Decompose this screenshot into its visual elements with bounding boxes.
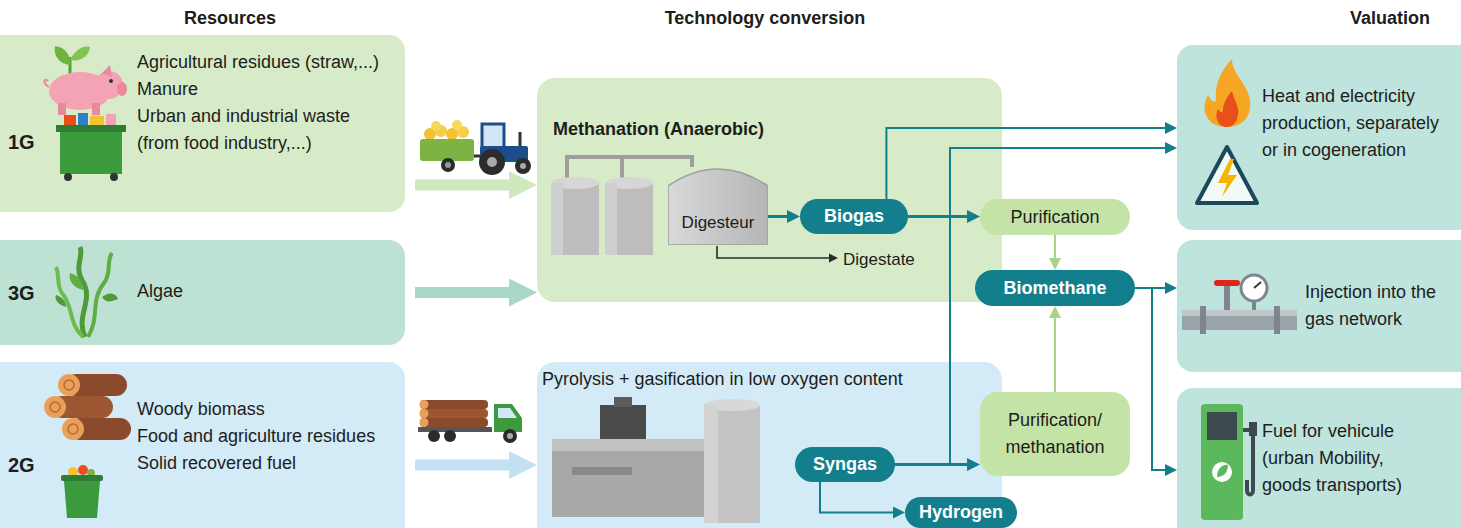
node-text: Biogas [824,203,884,230]
process-box: Purification [980,199,1130,235]
node-text: 1G [8,127,48,157]
tractor-icon [420,120,531,175]
node-text: Syngas [813,451,877,478]
food-bin-icon [61,465,103,518]
product-pill: Hydrogen [905,497,1017,528]
resource-box: 2G Woody biomassFood and agriculture resi… [0,362,405,528]
node-text: 3G [8,278,48,308]
digester-tank: Digesteur [668,160,768,245]
tank-outline [668,160,768,245]
waste-bin-icon [56,113,126,181]
resource-icons [40,35,135,212]
resource-box: 1G Agricultural residues (straw,...)Manur… [0,35,405,212]
electricity-icon [1197,147,1257,203]
use-box: Fuel for vehicule (urban Mobility, goods… [1177,388,1461,528]
logs-icon [44,374,131,440]
node-text: Methanation (Anaerobic) [553,116,873,143]
connector [415,180,520,191]
node-text: Pyrolysis + gasification in low oxygen c… [542,366,997,393]
connector [1054,313,1056,392]
node-text: Solid recovered fuel [137,450,399,477]
node-text: Injection into the gas network [1305,279,1455,333]
pig-icon [44,65,127,115]
flame-icon [1205,59,1251,127]
product-pill: Biomethane [975,270,1135,306]
node-text: Manure [137,76,399,103]
node-text: Purification/ methanation [990,407,1120,461]
column-heading: Technology conversion [615,5,915,32]
connector [1054,235,1056,263]
gasifier-icon [552,397,767,528]
resource-box: 3G Algae [0,240,405,345]
column-heading: Valuation [1290,5,1461,32]
algae-icon [50,245,125,340]
node-text: 2G [8,450,48,480]
column-heading: Resources [80,5,380,32]
node-text: Hydrogen [919,499,1003,526]
resource-icons [45,372,135,522]
use-box: Injection into the gas network [1177,240,1461,372]
heat-electricity-icons [1192,55,1262,220]
process-panel: Digesteur Biogas Methanation (Anaerobic) [537,78,1002,302]
process-box: Purification/ methanation [980,392,1130,476]
node-text: Purification [1010,204,1099,231]
connector [1135,288,1170,470]
connector [415,460,520,471]
node-text: Woody biomass [137,396,399,423]
node-text: Digesteur [668,210,768,236]
node-text: Fuel for vehicule (urban Mobility, goods… [1262,418,1422,499]
fuel-pump-icon [1197,400,1262,525]
truck-icon [418,400,522,443]
node-text: Heat and electricity production, separat… [1262,83,1440,164]
product-pill: Biogas [800,199,908,234]
use-box: Heat and electricity production, separat… [1177,45,1461,230]
node-text: Food and agriculture residues [137,423,399,450]
node-text: Algae [137,278,387,305]
gas-pipe-icon [1182,272,1302,342]
output-label: Digestate [843,247,943,273]
connector [1135,287,1170,289]
connector [415,287,520,298]
node-text: Urban and industrial waste (from food in… [137,103,387,157]
node-text: Agricultural residues (straw,...) [137,49,399,76]
node-text: Biomethane [1003,275,1106,302]
product-pill: Syngas [795,447,895,482]
